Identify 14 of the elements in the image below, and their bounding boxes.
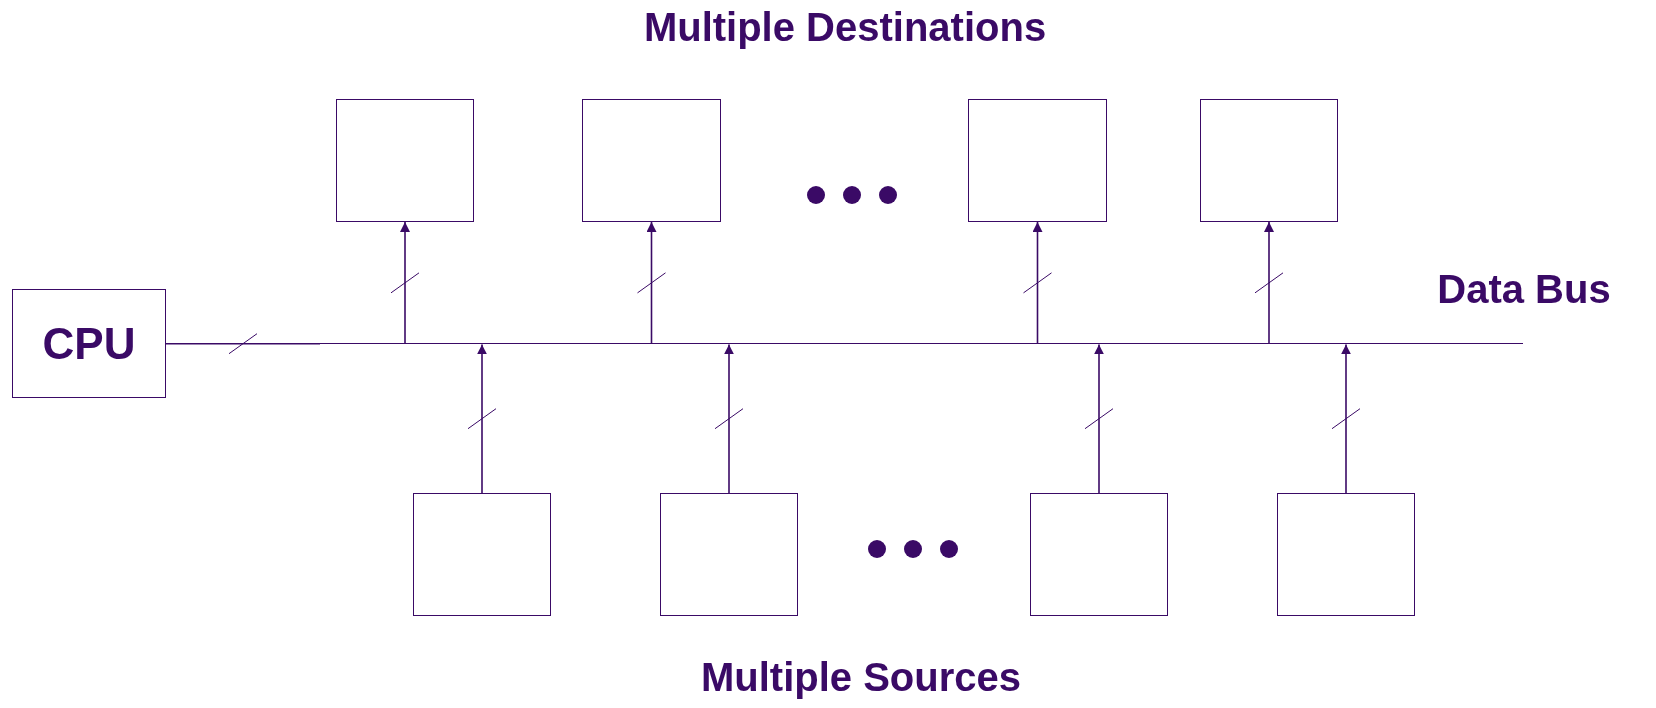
empty-box <box>1277 493 1415 616</box>
process-box <box>12 289 166 398</box>
empty-box <box>968 99 1107 222</box>
empty-box <box>660 493 798 616</box>
empty-box <box>336 99 474 222</box>
heading: Multiple Sources <box>700 655 1022 700</box>
empty-box <box>1200 99 1338 222</box>
empty-box <box>1030 493 1168 616</box>
data-bus-line <box>320 343 1523 345</box>
heading: Multiple Destinations <box>643 5 1047 50</box>
node-label: CPU <box>42 318 136 369</box>
empty-box <box>413 493 551 616</box>
empty-box <box>582 99 721 222</box>
bus-label: Data Bus <box>1437 267 1611 312</box>
